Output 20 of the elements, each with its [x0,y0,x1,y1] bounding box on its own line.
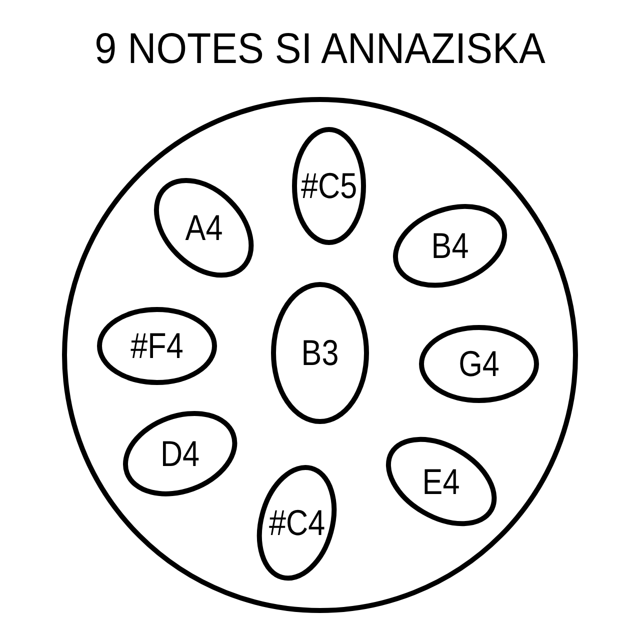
note-ellipse [392,204,508,288]
note-label: G4 [458,346,500,382]
note-label: B4 [431,228,469,264]
title: 9 NOTES SI ANNAZISKA [94,28,546,71]
note-ellipse [419,325,539,403]
drum-circle [62,97,578,613]
note-label: E4 [422,464,460,500]
note-label: #C4 [268,504,326,541]
note-label: B3 [301,335,339,371]
note-ellipse [386,437,496,527]
note-ellipse [292,127,366,245]
note-ellipse [154,178,254,278]
note-ellipse [257,465,337,581]
note-ellipse [271,282,369,424]
note-label: #F4 [130,328,184,364]
note-label: D4 [160,436,200,472]
note-label: #C5 [300,168,358,204]
note-label: A4 [185,210,223,246]
note-ellipse [122,411,238,497]
note-ellipse [97,307,217,385]
